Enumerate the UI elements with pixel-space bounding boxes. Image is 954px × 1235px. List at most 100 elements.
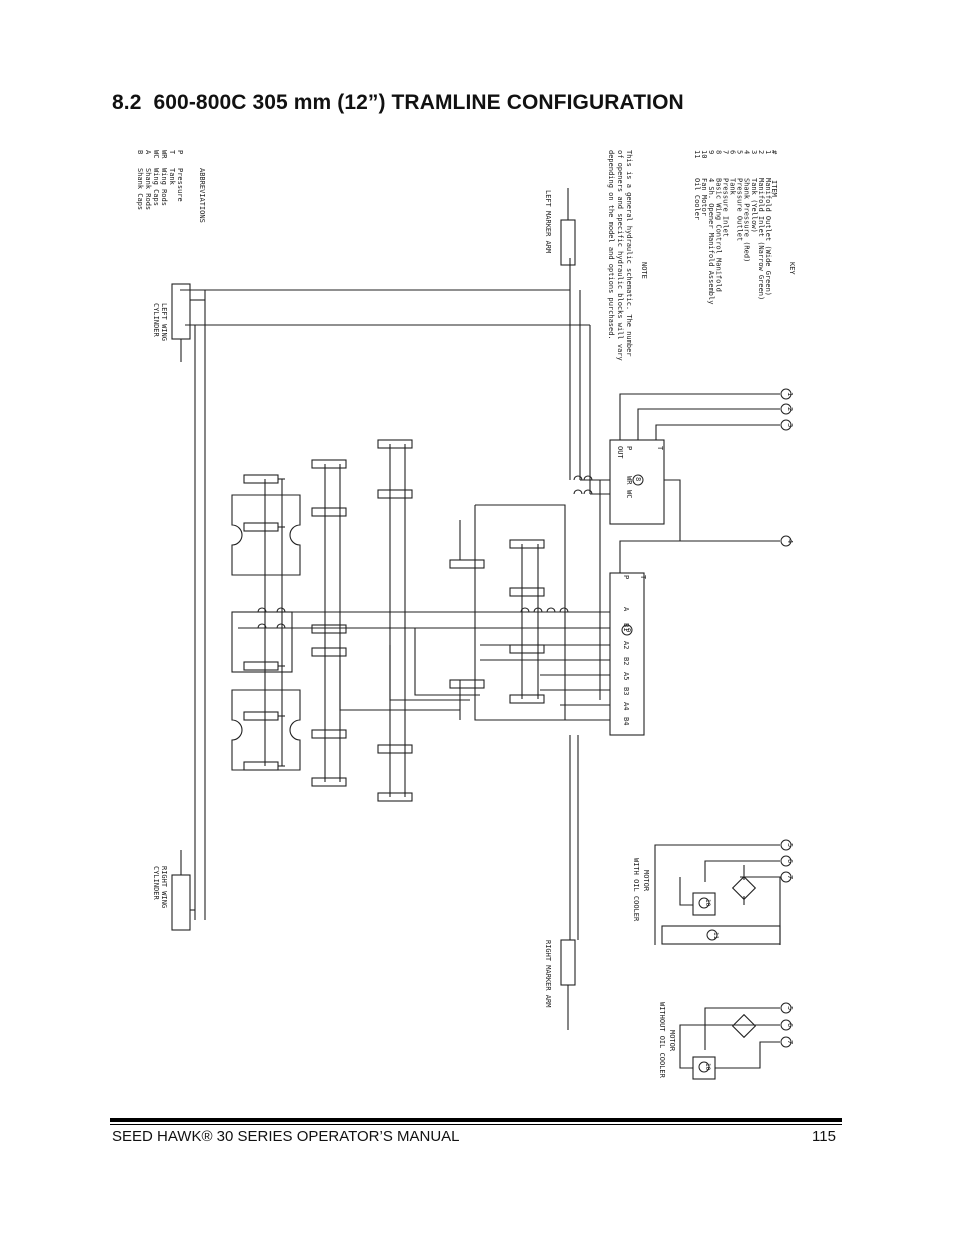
- m9-port-t: T: [639, 575, 647, 580]
- m9-port-p: P: [622, 575, 630, 579]
- m8-port-wr: WR: [625, 476, 633, 485]
- callout-8: [632, 474, 644, 486]
- left-wing-label-2: CYLINDER: [152, 303, 160, 338]
- right-wing-label-1: RIGHT WING: [160, 866, 168, 908]
- callout-text-6b: 6: [786, 1023, 794, 1027]
- key-item-num: 2: [757, 150, 765, 154]
- left-wing-label-1: LEFT WING: [160, 303, 168, 341]
- abbr-code: P: [176, 150, 184, 154]
- key-item-label: Shank Pressure (Red): [743, 178, 751, 262]
- section-number: 8.2: [112, 91, 142, 114]
- abbr-code: WC: [152, 150, 160, 158]
- key-item-label: Basic Wing Control Manifold: [714, 178, 722, 292]
- m8-port-t: T: [656, 446, 664, 451]
- motor-without-label-1: MOTOR: [668, 1030, 676, 1052]
- abbr-meaning: Pressure: [176, 168, 184, 202]
- abbr-meaning: Wing Rods: [160, 168, 168, 206]
- key-item-num: 4: [743, 150, 751, 154]
- callout-text-10: 10: [704, 899, 711, 907]
- abbr-meaning: Shank Rods: [144, 168, 152, 210]
- right-wing-label-2: CYLINDER: [152, 866, 160, 901]
- callout-text-7b: 7: [786, 1040, 794, 1044]
- callout-text-3: 3: [786, 423, 794, 427]
- m9-port-b2: B2: [622, 657, 630, 665]
- callout-text-5b: 5: [786, 1006, 794, 1010]
- m9-port-a: A: [622, 607, 630, 612]
- key-item-label: Tank: [729, 178, 737, 196]
- m9-port-a5: A5: [622, 672, 630, 680]
- callout-9: [621, 624, 633, 636]
- key-item-num: 9: [707, 150, 715, 154]
- left-marker-label: LEFT MARKER ARM: [544, 190, 552, 253]
- callout-6b: [780, 1019, 792, 1031]
- key-item-label: 4 Sh. Opener Manifold Assembly: [707, 178, 715, 304]
- note-line-2: of openers and specific hydraulic blocks…: [616, 150, 624, 361]
- callout-11: [706, 929, 718, 941]
- abbr-meaning: Wing Caps: [152, 168, 160, 206]
- note-line-3: depending on the model and options purch…: [607, 150, 615, 340]
- m9-port-b4: B4: [622, 717, 630, 725]
- footer-rule-thick: [110, 1118, 842, 1122]
- key-heading: KEY: [788, 262, 796, 275]
- callout-6: [780, 855, 792, 867]
- callout-7b: [780, 1036, 792, 1048]
- note-line-1: This is a general hydraulic schematic. T…: [625, 150, 633, 357]
- key-item-num: 1: [764, 150, 772, 154]
- abbr-code: WR: [160, 150, 168, 159]
- key-item-num: 3: [750, 150, 758, 154]
- key-item-label: Pressure Outlet: [736, 178, 744, 241]
- key-item-label: Tank (Yellow): [750, 178, 758, 233]
- callout-text-6: 6: [786, 859, 794, 863]
- callout-text-11: 11: [712, 932, 719, 940]
- abbr-meaning: Tank: [168, 168, 176, 186]
- footer-page-number: 115: [812, 1128, 836, 1145]
- m9-port-a4: A4: [622, 702, 630, 710]
- footer-rule-thin: [110, 1124, 842, 1125]
- callout-text-1: 1: [786, 392, 794, 396]
- callout-text-7: 7: [786, 875, 794, 879]
- callout-text-10b: 10: [704, 1063, 711, 1071]
- callout-1: [780, 388, 792, 400]
- key-item-num: 5: [736, 150, 744, 154]
- key-item-label: Manifold Outlet (Wide Green): [764, 178, 772, 296]
- m8-port-out: OUT: [616, 446, 624, 459]
- callout-5: [780, 839, 792, 851]
- abbr-code: B: [136, 150, 144, 154]
- manifold-8-block: [609, 439, 665, 525]
- footer-manual-title: SEED HAWK® 30 SERIES OPERATOR’S MANUAL: [112, 1128, 460, 1145]
- key-item-num: 11: [693, 150, 701, 158]
- motor-with-label-2: WITH OIL COOLER: [632, 858, 640, 922]
- callout-text-5: 5: [786, 843, 794, 847]
- abbr-code: T: [168, 150, 176, 155]
- section-title: 600-800C 305 mm (12”) TRAMLINE CONFIGURA…: [153, 91, 684, 114]
- abbr-meaning: Shank Caps: [136, 168, 144, 210]
- key-item-label: Oil Cooler: [693, 178, 701, 220]
- m8-port-p: P: [625, 446, 633, 450]
- motor-without-label-2: WITHOUT OIL COOLER: [658, 1002, 666, 1079]
- callout-10: [698, 897, 710, 909]
- abbr-heading: ABBREVIATIONS: [198, 168, 206, 223]
- m9-port-a2: A2: [622, 641, 630, 649]
- manifold-9-block: [609, 572, 645, 736]
- key-col-num: #: [770, 150, 778, 155]
- section-heading: 8.2 600-800C 305 mm (12”) TRAMLINE CONFIG…: [112, 91, 684, 115]
- abbr-code: A: [144, 150, 152, 155]
- key-col-item: ITEM: [770, 180, 778, 197]
- note-heading: NOTE: [640, 262, 648, 279]
- callout-7: [780, 871, 792, 883]
- m9-port-b1: B1: [622, 623, 630, 631]
- key-item-label: Manifold Inlet (Narrow Green): [757, 178, 765, 300]
- callout-text-2: 2: [786, 407, 794, 411]
- key-item-label: Fan Motor: [700, 178, 708, 216]
- m9-port-b3: B3: [622, 687, 630, 695]
- m8-port-wc: WC: [625, 490, 633, 498]
- key-item-num: 10: [700, 150, 708, 158]
- right-marker-label: RIGHT MARKER ARM: [544, 940, 552, 1007]
- m8-id: 8: [634, 477, 642, 481]
- key-item-num: 6: [729, 150, 737, 154]
- key-item-num: 8: [714, 150, 722, 154]
- callout-text-4: 4: [786, 539, 794, 543]
- key-item-num: 7: [721, 150, 729, 154]
- callout-3: [780, 419, 792, 431]
- m9-id: 9: [624, 628, 632, 632]
